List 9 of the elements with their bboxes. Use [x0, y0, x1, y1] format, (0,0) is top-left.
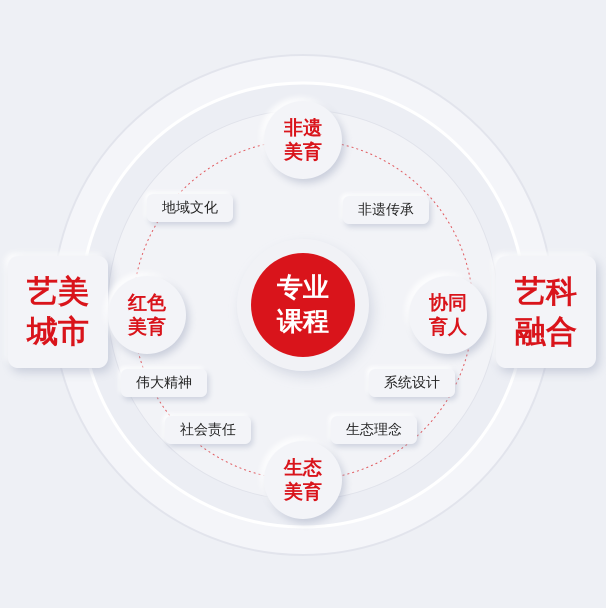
- keyword-tag: 系统设计: [369, 369, 455, 397]
- side-panel: 艺科融合: [496, 256, 596, 368]
- keyword-tag: 社会责任: [165, 416, 251, 444]
- keyword-tag: 地域文化: [147, 194, 233, 222]
- keyword-tag: 生态理念: [331, 416, 417, 444]
- core-circle: 专业课程: [251, 253, 355, 357]
- keyword-tag: 非遗传承: [343, 196, 429, 224]
- keyword-tag: 伟大精神: [121, 369, 207, 397]
- side-panel: 艺美城市: [8, 256, 108, 368]
